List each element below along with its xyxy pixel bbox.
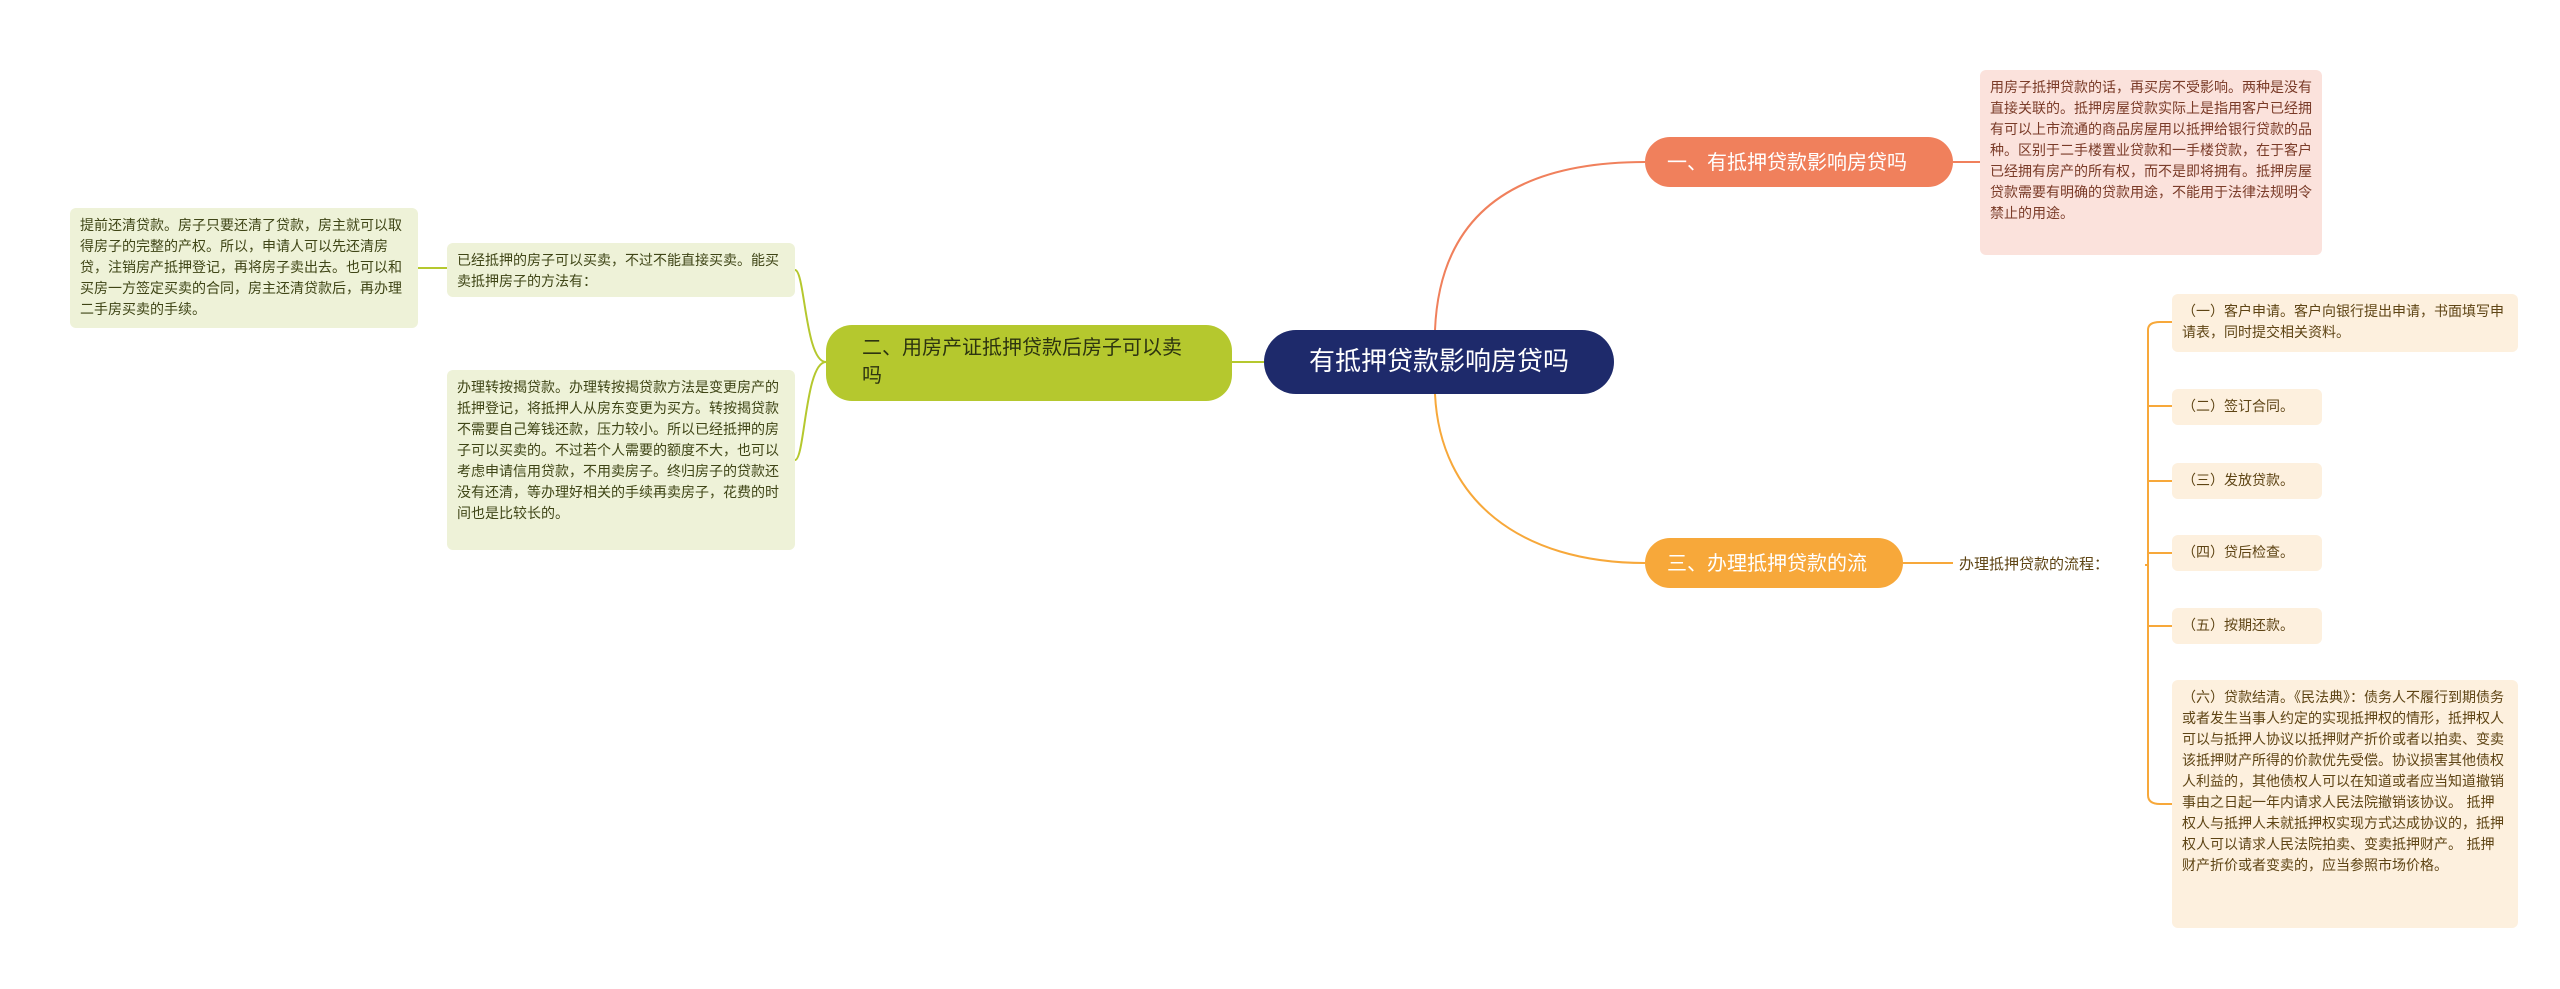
step-1[interactable]: （一）客户申请。客户向银行提出申请，书面填写申请表，同时提交相关资料。 (2172, 294, 2518, 352)
link-root-branch3 (1434, 393, 1646, 564)
step-3[interactable]: （三）发放贷款。 (2172, 463, 2322, 499)
branch-1-topic[interactable]: 一、有抵押贷款影响房贷吗 (1645, 137, 1953, 187)
branch-1-detail[interactable]: 用房子抵押贷款的话，再买房不受影响。两种是没有直接关联的。抵押房屋贷款实际上是指… (1980, 70, 2322, 255)
step-4[interactable]: （四）贷后检查。 (2172, 535, 2322, 571)
branch-2-child-2[interactable]: 办理转按揭贷款。办理转按揭贷款方法是变更房产的抵押登记，将抵押人从房东变更为买方… (447, 370, 795, 550)
root-topic[interactable]: 有抵押贷款影响房贷吗 (1264, 330, 1614, 394)
link-branch2-children (794, 269, 827, 461)
link-root-branch1 (1434, 161, 1646, 331)
link-intro-steps (2145, 321, 2172, 805)
branch-3-intro[interactable]: 办理抵押贷款的流程： (1959, 555, 2110, 573)
step-6[interactable]: （六）贷款结清。《民法典》：债务人不履行到期债务或者发生当事人约定的实现抵押权的… (2172, 680, 2518, 928)
branch-3-topic[interactable]: 三、办理抵押贷款的流程 (1645, 538, 1903, 625)
branch-2-child-1[interactable]: 已经抵押的房子可以买卖，不过不能直接买卖。能买卖抵押房子的方法有： (447, 243, 795, 297)
step-2[interactable]: （二）签订合同。 (2172, 389, 2322, 425)
step-5[interactable]: （五）按期还款。 (2172, 608, 2322, 644)
branch-2-topic[interactable]: 二、用房产证抵押贷款后房子可以卖吗 (826, 325, 1232, 401)
branch-2-child-1-detail[interactable]: 提前还清贷款。房子只要还清了贷款，房主就可以取得房子的完整的产权。所以，申请人可… (70, 208, 418, 328)
